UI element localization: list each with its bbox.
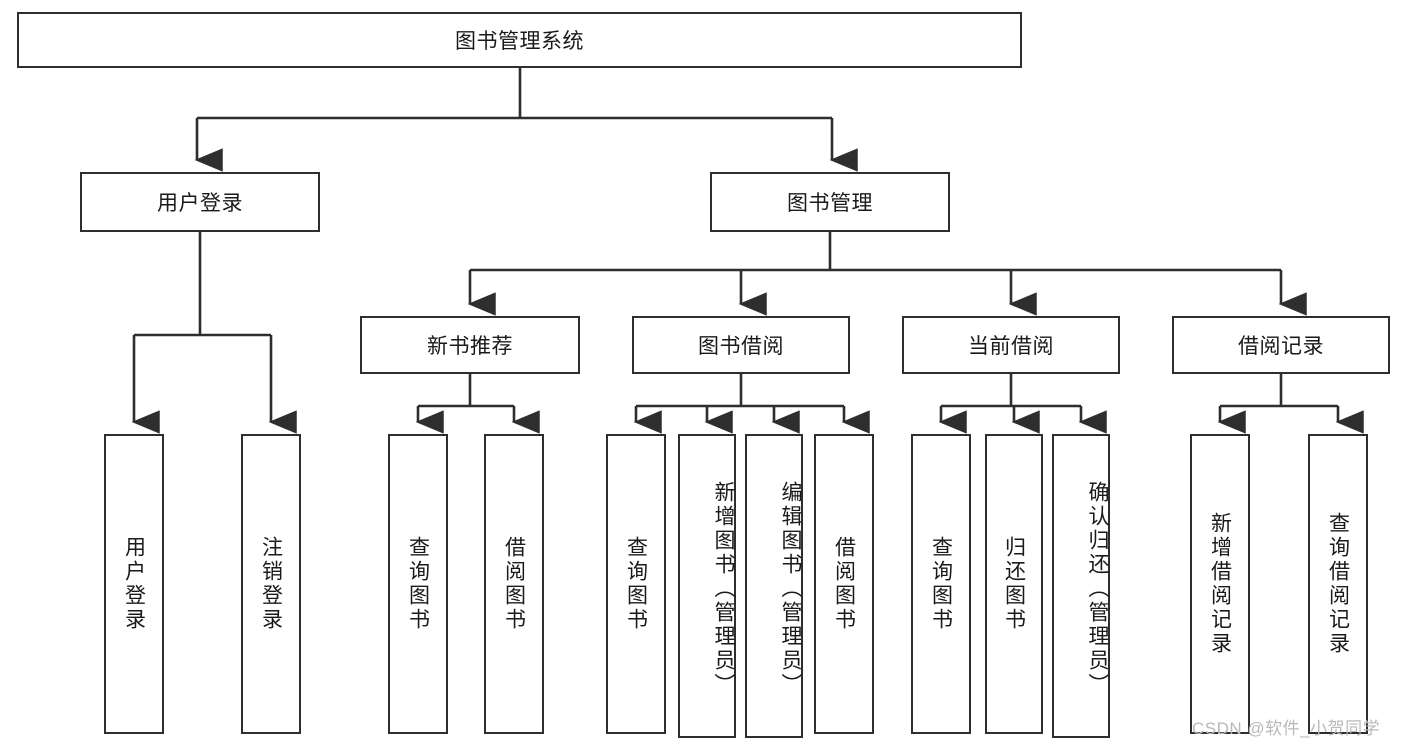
leaf-return-book[interactable]: 归还图书 — [985, 434, 1043, 734]
leaf-query-borrow-record[interactable]: 查询借阅记录 — [1308, 434, 1368, 734]
leaf-query-book-current[interactable]: 查询图书 — [911, 434, 971, 734]
leaf-label: 用户登录 — [122, 536, 146, 632]
leaf-label: 新增图书（管理员） — [712, 481, 735, 697]
node-current-borrow-label: 当前借阅 — [968, 335, 1054, 358]
node-book-management-label: 图书管理 — [787, 192, 873, 215]
leaf-label: 编辑图书（管理员） — [779, 481, 802, 697]
leaf-label: 借阅图书 — [832, 536, 856, 632]
leaf-label: 注销登录 — [259, 536, 283, 632]
node-root[interactable]: 图书管理系统 — [17, 12, 1022, 68]
node-user-login[interactable]: 用户登录 — [80, 172, 320, 232]
leaf-add-book-admin[interactable]: 新增图书（管理员） — [678, 434, 736, 738]
node-root-label: 图书管理系统 — [455, 30, 584, 53]
node-user-login-label: 用户登录 — [157, 192, 243, 215]
node-book-borrow-label: 图书借阅 — [698, 335, 784, 358]
node-borrow-records[interactable]: 借阅记录 — [1172, 316, 1390, 374]
watermark: CSDN @软件_小贺同学 — [1192, 719, 1381, 738]
leaf-borrow-book[interactable]: 借阅图书 — [814, 434, 874, 734]
leaf-user-login[interactable]: 用户登录 — [104, 434, 164, 734]
leaf-query-book-borrow[interactable]: 查询图书 — [606, 434, 666, 734]
leaf-add-borrow-record[interactable]: 新增借阅记录 — [1190, 434, 1250, 734]
leaf-edit-book-admin[interactable]: 编辑图书（管理员） — [745, 434, 803, 738]
node-new-book-recommend-label: 新书推荐 — [427, 335, 513, 358]
node-book-management[interactable]: 图书管理 — [710, 172, 950, 232]
node-new-book-recommend[interactable]: 新书推荐 — [360, 316, 580, 374]
leaf-label: 查询图书 — [406, 536, 430, 632]
node-borrow-records-label: 借阅记录 — [1238, 335, 1324, 358]
leaf-label: 查询图书 — [624, 536, 648, 632]
leaf-label: 归还图书 — [1002, 536, 1026, 632]
leaf-label: 确认归还（管理员） — [1086, 481, 1109, 697]
leaf-borrow-book-recommend[interactable]: 借阅图书 — [484, 434, 544, 734]
leaf-label: 借阅图书 — [502, 536, 526, 632]
node-book-borrow[interactable]: 图书借阅 — [632, 316, 850, 374]
leaf-label: 查询借阅记录 — [1326, 512, 1350, 656]
leaf-confirm-return-admin[interactable]: 确认归还（管理员） — [1052, 434, 1110, 738]
leaf-label: 查询图书 — [929, 536, 953, 632]
leaf-label: 新增借阅记录 — [1208, 512, 1232, 656]
leaf-query-book-recommend[interactable]: 查询图书 — [388, 434, 448, 734]
node-current-borrow[interactable]: 当前借阅 — [902, 316, 1120, 374]
leaf-logout[interactable]: 注销登录 — [241, 434, 301, 734]
